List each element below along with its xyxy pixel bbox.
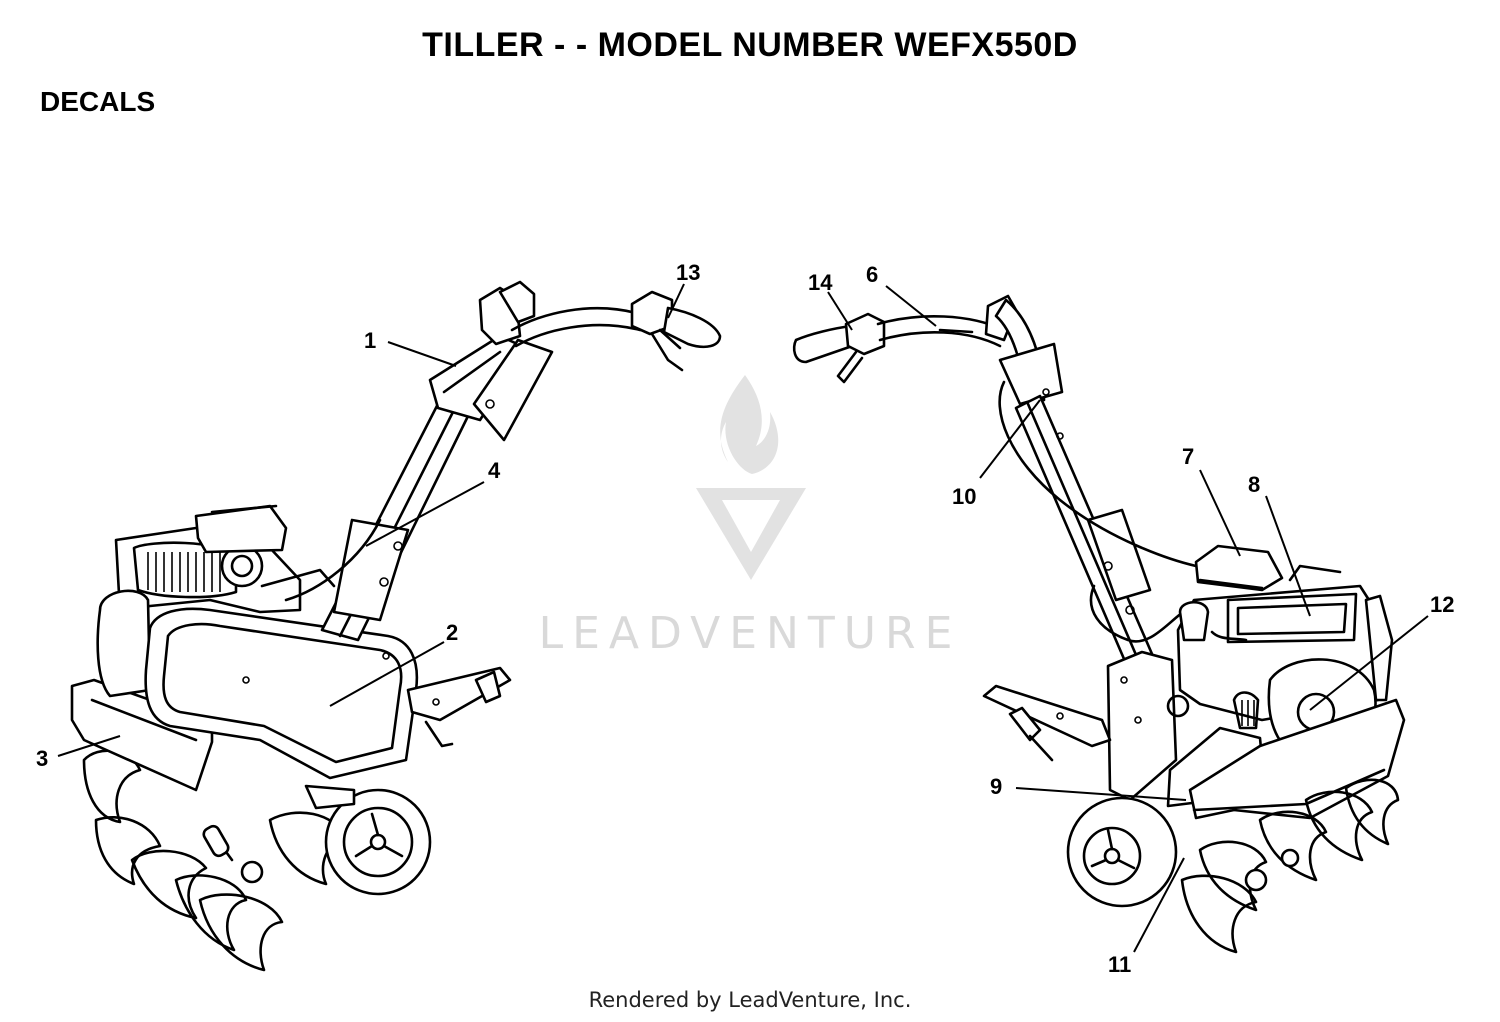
callout-9: 9: [990, 774, 1002, 799]
callout-13: 13: [676, 260, 700, 285]
callout-11: 11: [1108, 952, 1131, 977]
engine-left: [96, 504, 336, 698]
callout-8: 8: [1248, 472, 1260, 497]
handle-column-left: [284, 334, 554, 642]
tines-right: [1180, 778, 1400, 954]
transmission-guard: [144, 607, 419, 780]
callout-1: 1: [364, 328, 376, 353]
section-heading: DECALS: [40, 86, 156, 117]
watermark-text: LEADVENTURE: [539, 608, 962, 659]
callout-labels: 1 2 3 4 6 7 8 9 10 11 12 13 14: [36, 260, 1454, 977]
footer-credit: Rendered by LeadVenture, Inc.: [588, 988, 912, 1012]
handlebar-right: [792, 294, 1018, 384]
page-title: TILLER - - MODEL NUMBER WEFX550D: [422, 26, 1078, 64]
leader-lines: [57, 283, 1429, 953]
callout-6: 6: [866, 262, 878, 287]
depth-bar-left: [406, 666, 512, 748]
handlebar-left: [478, 280, 722, 372]
handle-column-right: [994, 298, 1198, 712]
callout-2: 2: [446, 620, 458, 645]
tiller-left-view: [70, 280, 722, 972]
callout-7: 7: [1182, 444, 1194, 469]
callout-4: 4: [488, 458, 501, 483]
callout-12: 12: [1430, 592, 1454, 617]
flame-v-logo-icon: [696, 375, 806, 580]
depth-bar-right: [982, 684, 1112, 762]
tines-left: [82, 749, 348, 972]
callout-14: 14: [808, 270, 833, 295]
watermark: LEADVENTURE: [539, 375, 962, 659]
callout-10: 10: [952, 484, 976, 509]
tine-hood-right: [1188, 698, 1406, 820]
tiller-right-view: [792, 294, 1406, 954]
callout-3: 3: [36, 746, 48, 771]
transport-wheel-right: [1066, 796, 1178, 908]
transport-wheel-left: [304, 784, 432, 896]
